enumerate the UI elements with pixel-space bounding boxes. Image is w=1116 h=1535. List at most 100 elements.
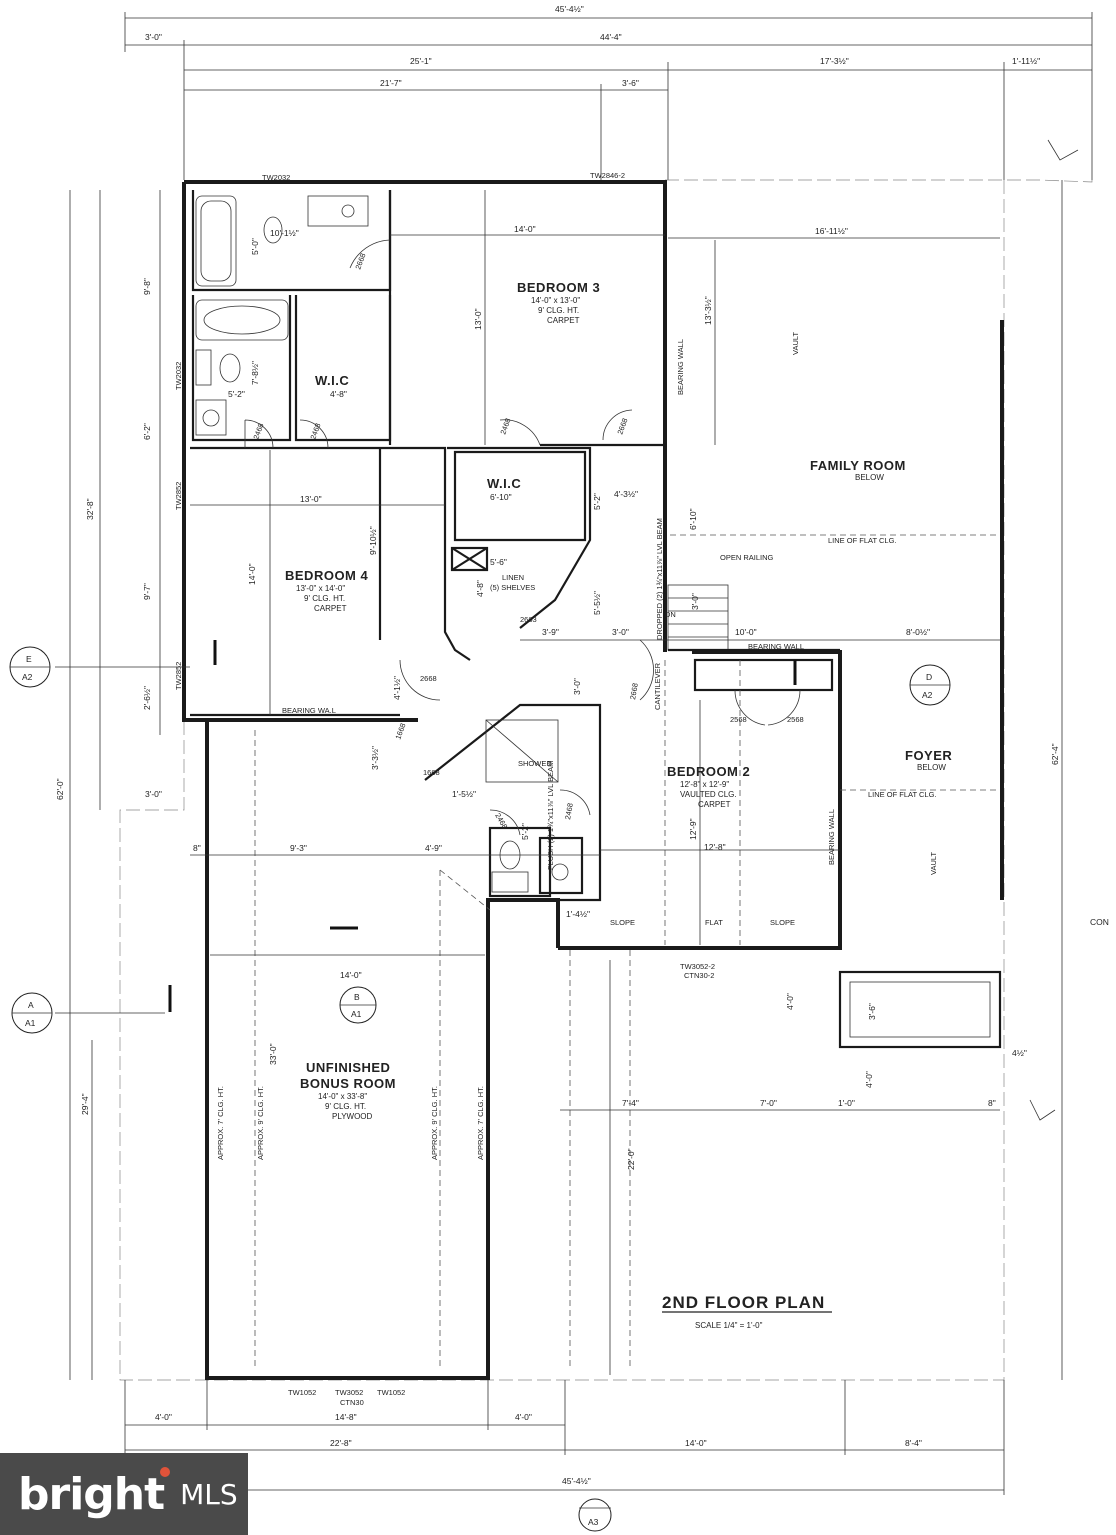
note-dropped-beam: DROPPED (2) 1¾"x11⅞" LVL BEAM [655, 518, 664, 640]
dim-bath3-a: 1'-5½" [452, 789, 476, 799]
door-2468-e: 2468 [563, 802, 575, 820]
note-approx-9-a: APPROX. 9' CLG. HT. [256, 1086, 265, 1160]
marker-d-letter: D [926, 672, 932, 682]
door-2663: 2663 [520, 615, 537, 624]
interior-walls [190, 190, 1002, 1049]
door-2668-d: 2668 [628, 682, 640, 700]
logo-dot-icon [160, 1467, 171, 1477]
window-tw3052-b: TW3052 [335, 1388, 363, 1397]
dim-porch-b: 3'-6" [867, 1003, 877, 1020]
door-2468-a: 2468 [251, 422, 265, 441]
section-marker-b: B A1 [213, 640, 797, 1024]
dim-br3-h: 13'-0" [473, 308, 483, 330]
window-tw1052-a: TW1052 [288, 1388, 316, 1397]
bath-fixtures [195, 195, 569, 893]
note-approx-7-a: APPROX. 7' CLG. HT. [216, 1086, 225, 1160]
room-bonus-room-floor: PLYWOOD [332, 1112, 373, 1121]
room-bedroom-3: BEDROOM 3 14'-0" x 13'-0" 9' CLG. HT. CA… [517, 280, 600, 325]
right-dimensions: 62'-4" CON [1029, 139, 1109, 1380]
bottom-dimensions: 4'-0" 14'-8" 4'-0" 22'-8" 14'-0" 8'-4" 4… [124, 1380, 1005, 1495]
dim-bath1-w: 10'-1½" [270, 228, 299, 238]
window-tw2032-side: TW2032 [174, 362, 183, 390]
room-bedroom-2: BEDROOM 2 12'-8" x 12'-9" VAULTED CLG. C… [667, 764, 750, 809]
marker-d-sheet: A2 [922, 690, 933, 700]
dim-top-e: 3'-6" [622, 78, 639, 88]
dim-fam-w: 16'-11½" [815, 226, 848, 236]
note-slope-1: SLOPE [610, 918, 635, 927]
dim-bottom-e: 14'-0" [685, 1438, 707, 1448]
dim-bottom-d: 22'-8" [330, 1438, 352, 1448]
dim-overall-top: 45'-4½" [555, 4, 584, 14]
window-tw1052-b: TW1052 [377, 1388, 405, 1397]
note-vault-1: VAULT [791, 332, 800, 355]
left-dimensions: 9'-8" 6'-2" 9'-7" 2'-6½" 32'-8" 62'-0" 2… [55, 190, 162, 1380]
marker-a-sheet: A1 [25, 1018, 36, 1028]
room-family-room-note: BELOW [855, 473, 884, 482]
interior-dimensions [190, 190, 1000, 1375]
dim-top-left: 3'-0" [145, 32, 162, 42]
note-bearing-wall-br2: BEARING WALL [827, 809, 836, 865]
note-vault-2: VAULT [929, 852, 938, 875]
dim-hall-j: 3'-0" [572, 678, 582, 695]
door-2468-b: 2468 [308, 422, 322, 441]
room-bedroom-3-size: 14'-0" x 13'-0" [531, 296, 580, 305]
window-tw3052: TW3052-2 [680, 962, 715, 971]
door-labels: 2668 2468 2468 2468 2668 2663 2668 1668 … [251, 252, 803, 831]
dim-hall-f: 3'-0" [612, 627, 629, 637]
dim-linen-w: 5'-6" [490, 557, 507, 567]
dim-bottom-b: 14'-8" [335, 1412, 357, 1422]
exterior-walls [182, 180, 1004, 1380]
room-bedroom-4-floor: CARPET [314, 604, 347, 613]
dim-porch-a: 4'-0" [785, 993, 795, 1010]
room-foyer: FOYER BELOW [905, 748, 952, 772]
dim-top-d: 21'-7" [380, 78, 402, 88]
room-bedroom-2-floor: CARPET [698, 800, 731, 809]
door-1668-b: 1668 [423, 768, 440, 777]
room-bedroom-4-ceiling: 9' CLG. HT. [304, 594, 345, 603]
dim-left-d: 2'-6½" [142, 686, 152, 710]
dim-hall-g: 3'-0" [690, 593, 700, 610]
dim-br2-h: 12'-9" [688, 818, 698, 840]
room-bedroom-4: BEDROOM 4 13'-0" x 14'-0" 9' CLG. HT. CA… [285, 568, 368, 613]
room-bonus-room-name-2: BONUS ROOM [300, 1076, 396, 1091]
room-bedroom-3-floor: CARPET [547, 316, 580, 325]
dim-left-c: 9'-7" [142, 583, 152, 600]
marker-a-letter: A [28, 1000, 34, 1010]
note-approx-9-b: APPROX. 9' CLG. HT. [430, 1086, 439, 1160]
dim-bottom-c: 4'-0" [515, 1412, 532, 1422]
dim-fam-h: 13'-3½" [703, 296, 713, 325]
section-marker-a: A A1 [11, 985, 172, 1034]
door-2568-b: 2568 [787, 715, 804, 724]
dim-fam-b: 8'-0½" [906, 627, 930, 637]
door-2668-a: 2668 [353, 252, 367, 271]
door-swings [244, 239, 801, 836]
dim-left-f: 62'-0" [55, 778, 65, 800]
room-bonus-room-ceiling: 9' CLG. HT. [325, 1102, 366, 1111]
room-bonus-room: UNFINISHED BONUS ROOM 14'-0" x 33'-8" 9'… [300, 1060, 396, 1121]
dim-low-c: 1'-0" [838, 1098, 855, 1108]
room-bedroom-2-name: BEDROOM 2 [667, 764, 750, 779]
room-family-room-name: FAMILY ROOM [810, 458, 906, 473]
marker-b-letter: B [354, 992, 360, 1002]
room-bedroom-2-ceiling: VAULTED CLG. [680, 790, 737, 799]
room-bedroom-4-size: 13'-0" x 14'-0" [296, 584, 345, 593]
dim-hall-e: 3'-9" [542, 627, 559, 637]
dim-br4-h2: 9'-10½" [368, 526, 378, 555]
note-flat: FLAT [705, 918, 723, 927]
room-bedroom-3-ceiling: 9' CLG. HT. [538, 306, 579, 315]
window-ctn30: CTN30 [340, 1398, 364, 1407]
closet-wic-1: W.I.C [315, 373, 349, 388]
dim-porch-c: 4'-0" [864, 1071, 874, 1088]
window-ctn30-2: CTN30-2 [684, 971, 714, 980]
dim-porch-e: 8" [988, 1098, 996, 1108]
door-2668-c: 2668 [420, 674, 437, 683]
dim-br2-w: 12'-8" [704, 842, 726, 852]
dim-bottom-overall: 45'-4½" [562, 1476, 591, 1486]
closet-linen: LINEN [502, 573, 524, 582]
dim-bottom-f: 8'-4" [905, 1438, 922, 1448]
door-1668-a: 1668 [393, 722, 407, 741]
interior-dimension-labels: 14'-0" 13'-0" 16'-11½" 13'-3½" 10'-1½" 5… [193, 224, 1027, 1170]
logo-mls-text: MLS [180, 1477, 238, 1511]
dim-bottom-a: 4'-0" [155, 1412, 172, 1422]
